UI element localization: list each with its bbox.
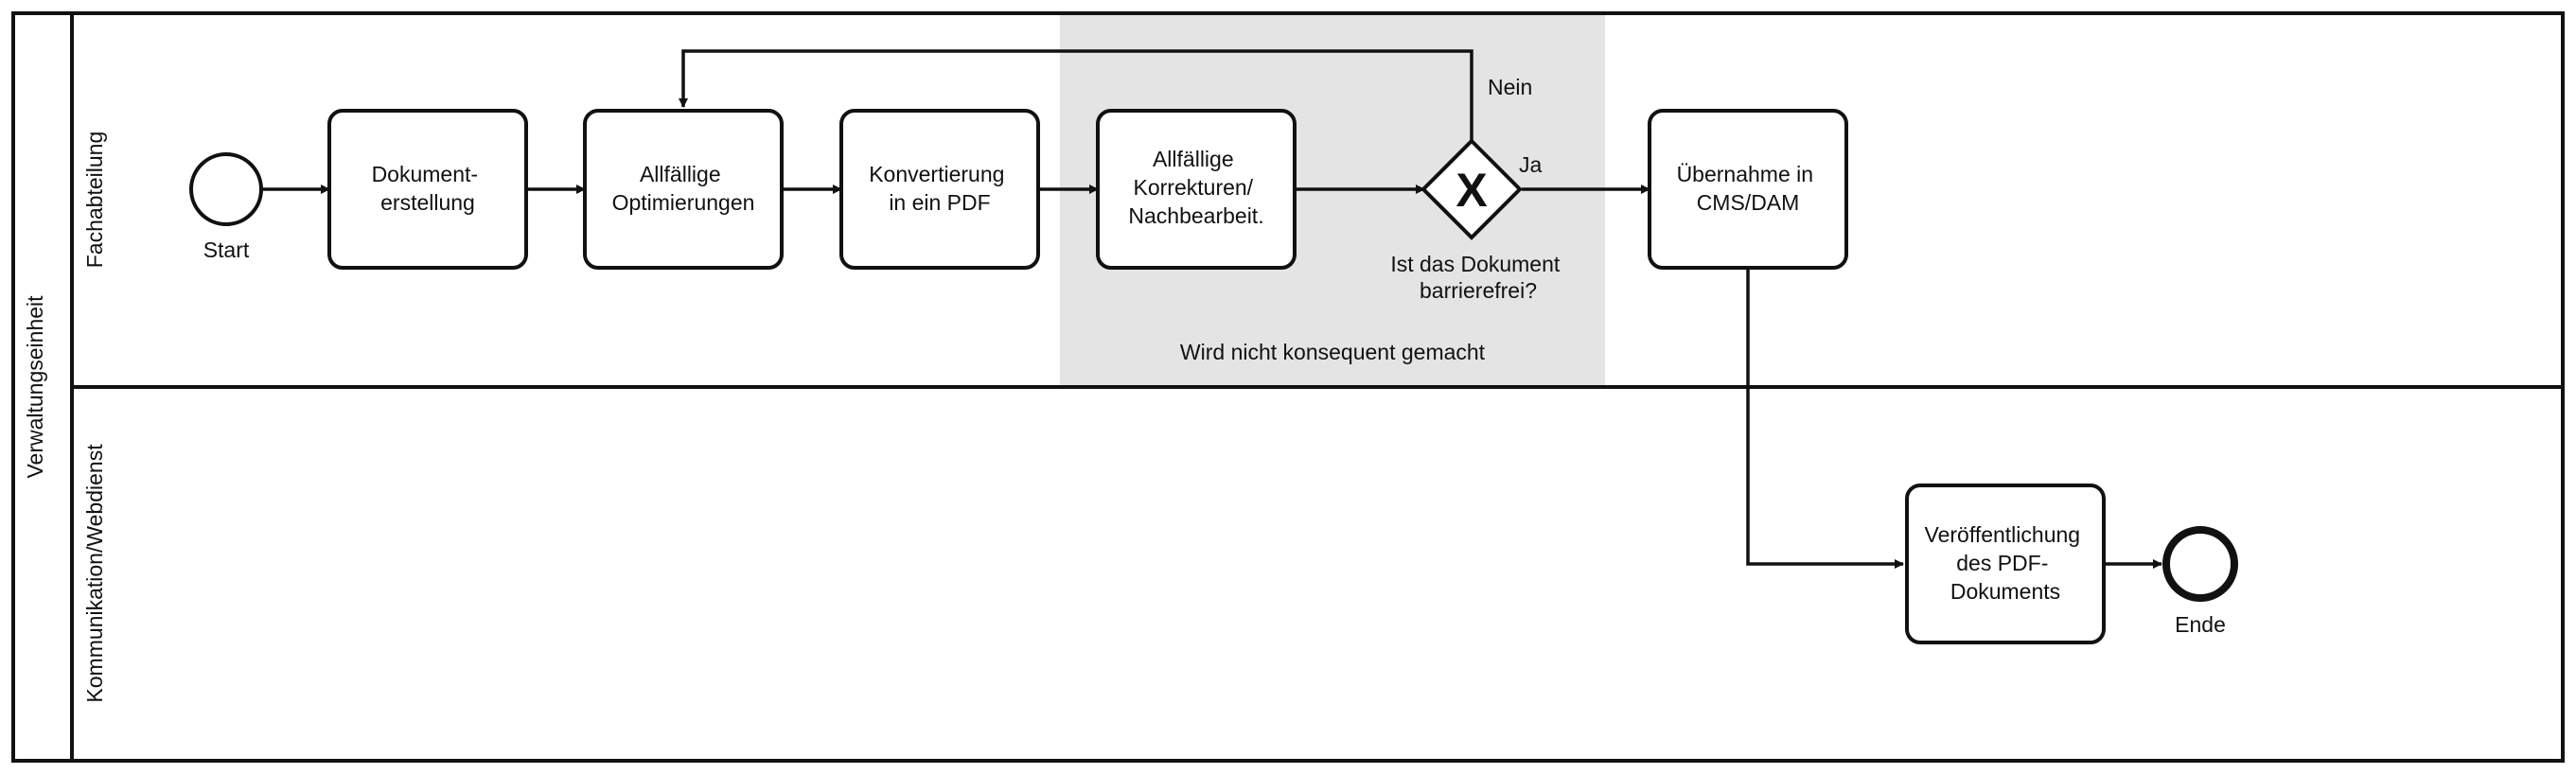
gateway-yes-label: Ja <box>1519 152 1543 177</box>
task-label-line: Konvertierung <box>869 162 1004 186</box>
gateway-question: Ist das Dokument barrierefrei? <box>1390 252 1565 303</box>
svg-text:Veröffentlichung des PDF: Veröffentlichung des PDF- Dokuments <box>1925 522 2087 604</box>
task-label-line: Dokuments <box>1950 579 2060 604</box>
pool-label: Verwaltungseinheit <box>23 295 47 479</box>
start-event[interactable] <box>189 152 263 226</box>
task-label-line: Allfällige <box>1153 147 1234 171</box>
task-label-line: Korrekturen/ <box>1134 175 1254 200</box>
group-label: Wird nicht konsequent gemacht <box>1180 340 1486 364</box>
gateway-x-marker: X <box>1456 164 1487 217</box>
gateway-question-line: Ist das Dokument <box>1390 252 1561 276</box>
task-korrekturen[interactable]: Allfällige Korrekturen/ Nachbearbeit. <box>1096 109 1297 270</box>
task-optimierungen[interactable]: Allfällige Optimierungen <box>583 109 784 270</box>
task-label-line: erstellung <box>380 190 475 215</box>
lane-label-fachabteilung: Fachabteilung <box>82 132 107 269</box>
task-label-line: Optimierungen <box>612 190 755 215</box>
task-label-line: des PDF- <box>1956 551 2048 575</box>
task-dokumenterstellung[interactable]: Dokument- erstellung <box>327 109 528 270</box>
flow-t5-t6 <box>1746 269 1904 569</box>
gateway-no-label: Nein <box>1488 75 1532 99</box>
task-label-line: Übernahme in <box>1677 162 1813 186</box>
lane-label-kommunikation: Kommunikation/Webdienst <box>82 444 107 703</box>
task-label-line: Allfällige <box>640 162 721 186</box>
svg-text:Dokument- erstellung: Dokument- erstellung <box>372 162 485 215</box>
task-uebernahme[interactable]: Übernahme in CMS/DAM <box>1648 109 1848 270</box>
task-label-line: in ein PDF <box>889 190 990 215</box>
gateway-barrierefrei[interactable]: X <box>1420 138 1523 240</box>
start-event-label: Start <box>203 237 250 262</box>
svg-text:Konvertierung in ein PDF: Konvertierung in ein PDF <box>869 162 1011 215</box>
task-label-line: Dokument- <box>372 162 478 186</box>
task-konvertierung[interactable]: Konvertierung in ein PDF <box>839 109 1040 270</box>
svg-text:Übernahme in CMS/DAM: Übernahme in CMS/DAM <box>1677 162 1820 215</box>
task-label-line: CMS/DAM <box>1697 190 1800 215</box>
gateway-question-line: barrierefrei? <box>1420 278 1537 303</box>
svg-text:Allfällige Optimierungen: Allfällige Optimierungen <box>612 162 755 215</box>
svg-text:Allfällige Korrekturen/: Allfällige Korrekturen/ Nachbearbeit. <box>1128 147 1263 228</box>
task-veroeffentlichung[interactable]: Veröffentlichung des PDF- Dokuments <box>1905 484 2106 644</box>
task-label-line: Veröffentlichung <box>1925 522 2081 547</box>
end-event-label: Ende <box>2175 612 2226 637</box>
task-label-line: Nachbearbeit. <box>1128 203 1263 228</box>
flow-gateway-t2-no <box>679 49 1473 141</box>
end-event[interactable] <box>2162 526 2238 602</box>
